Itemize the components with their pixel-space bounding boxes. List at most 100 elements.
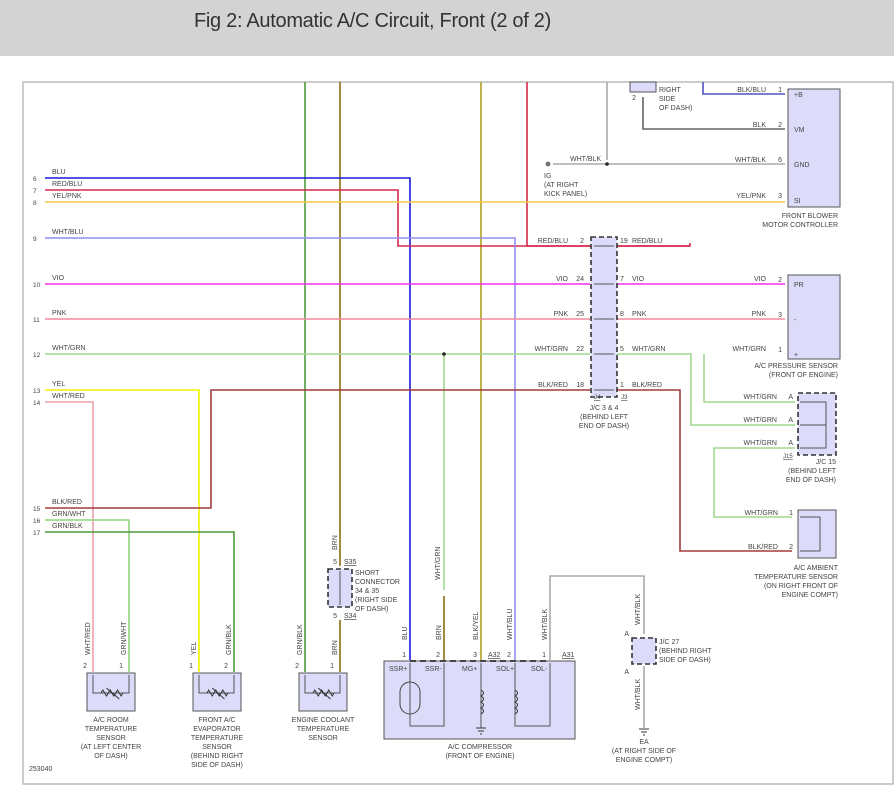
jc15-wire: WHT/GRN [744,417,777,424]
jc27-name: J/C 27 [659,639,679,646]
wire-red-blu [45,189,590,247]
relay-note: RIGHT [659,87,682,94]
relay-note: OF DASH) [659,105,692,112]
coolant-sensor-name: ENGINE COOLANT [292,717,355,724]
ambient-wire: WHT/GRN [745,510,778,517]
compressor-wire-label: WHT/BLK [542,609,549,640]
evap-sensor-name: (BEHIND RIGHT [191,753,244,760]
ground-ig-note: KICK PANEL) [544,191,587,198]
jc34-name: (BEHIND LEFT [580,414,629,421]
jc27-wire-top: WHT/BLK [635,594,642,625]
compressor-wire-label: BLK/YEL [473,611,480,640]
components-layer [86,81,841,740]
clutch-coil-icon [480,689,484,715]
blower-pin-label: SI [794,198,801,205]
wire-yel [45,389,200,672]
wire-label-6: BLU [52,169,66,176]
blower-pin: 6 [778,157,782,164]
wire-label-14: WHT/RED [52,393,85,400]
jc34-right-pin: 7 [620,276,624,283]
wire-blk [642,97,785,130]
compressor-splice-wire: WHT/GRN [435,547,442,580]
wire-blk-red [45,389,590,509]
ambient-sensor-name: ENGINE COMPT) [782,592,838,599]
room-sensor-wire-label: GRN/WHT [121,621,128,655]
pin-number-12: 12 [33,352,41,359]
blower-pin-label: +B [794,92,803,99]
wire-wht-red [45,401,94,672]
jc15-pin: A [788,417,793,424]
blower-wire: WHT/BLK [735,157,766,164]
pressure-wire: PNK [752,311,767,318]
ambient-pin: 1 [789,510,793,517]
ground-wire-label: WHT/BLK [570,156,601,163]
compressor-pin-label: SOL+ [496,666,514,673]
jc34-left-pin: 18 [576,382,584,389]
short-connector-name: OF DASH) [355,606,388,613]
room-sensor-name: SENSOR [96,735,126,742]
wire-label-7: RED/BLU [52,181,82,188]
jc15-ref: J15 [783,454,793,460]
compressor-name: A/C COMPRESSOR [448,744,512,751]
jc34-name: J/C 3 & 4 [590,405,619,412]
relay-box [629,81,657,93]
jc34-left-ref: J4 [594,395,601,401]
pressure-pin-label: + [794,352,798,359]
compressor-a31-ref: A31 [562,652,575,659]
thermistor-arrow-icon [317,687,331,700]
evap-sensor-name: FRONT A/C [198,717,235,724]
compressor-pin: 3 [473,652,477,659]
coolant-sensor-name: TEMPERATURE [297,726,350,733]
blower-pin-label: GND [794,162,810,169]
room-sensor-pin: 2 [83,663,87,670]
pin-number-6: 6 [33,176,37,183]
wire-label-11: PNK [52,310,67,317]
jc27-connector-box [631,637,657,665]
wire-label-15: BLK/RED [52,499,82,506]
blower-wire: BLK [753,122,767,129]
wire-label-13: YEL [52,381,65,388]
pin-number-15: 15 [33,506,41,513]
ground-icon [476,727,486,735]
jc15-pin: A [788,440,793,447]
diagram-frame [22,81,894,785]
wire-blk-blu [702,82,785,95]
pin-number-16: 16 [33,518,41,525]
jc27-bottom-pin: A [624,669,629,676]
evap-sensor-wire-label: YEL [191,642,198,655]
blower-pin: 2 [778,122,782,129]
evap-sensor-pin: 1 [189,663,193,670]
jc34-left-wire: VIO [556,276,569,283]
jc15-wire: WHT/GRN [744,440,777,447]
wire-wht-grn-ps [703,354,795,403]
relay-pin: 2 [632,95,636,102]
compressor-pin-label: MG+ [462,666,477,673]
relay-note: SIDE [659,96,676,103]
ambient-wire: BLK/RED [748,544,778,551]
room-sensor-circuit [92,675,130,694]
ground-ig-name: IG [544,173,551,180]
pin-number-7: 7 [33,188,37,195]
coolant-sensor-wire-label: BRN [332,640,339,655]
pressure-pin: 3 [778,312,782,319]
wires-layer [45,82,795,728]
compressor-pin-label: SSR- [425,666,442,673]
wire-label-16: GRN/WHT [52,511,86,518]
pressure-sensor-name: A/C PRESSURE SENSOR [754,363,838,370]
jc34-right-wire: RED/BLU [632,238,662,245]
room-sensor-name: TEMPERATURE [85,726,138,733]
jc15-wire: WHT/GRN [744,394,777,401]
short-bottom-ref: S34 [344,613,357,620]
pressure-wire: VIO [754,276,767,283]
wire-wht-grn-amb [713,447,795,518]
compressor-pin: 1 [402,652,406,659]
evap-sensor-wire-label: GRN/BLK [226,624,233,655]
wire-wht-blk-comp [549,575,645,660]
short-connector-name: SHORT [355,570,380,577]
pressure-wire: WHT/GRN [733,346,766,353]
jc34-right-pin: 8 [620,311,624,318]
figure-title: Fig 2: Automatic A/C Circuit, Front (2 o… [194,10,551,32]
short-bottom-pin: 5 [333,613,337,620]
jc34-right-wire: BLK/RED [632,382,662,389]
